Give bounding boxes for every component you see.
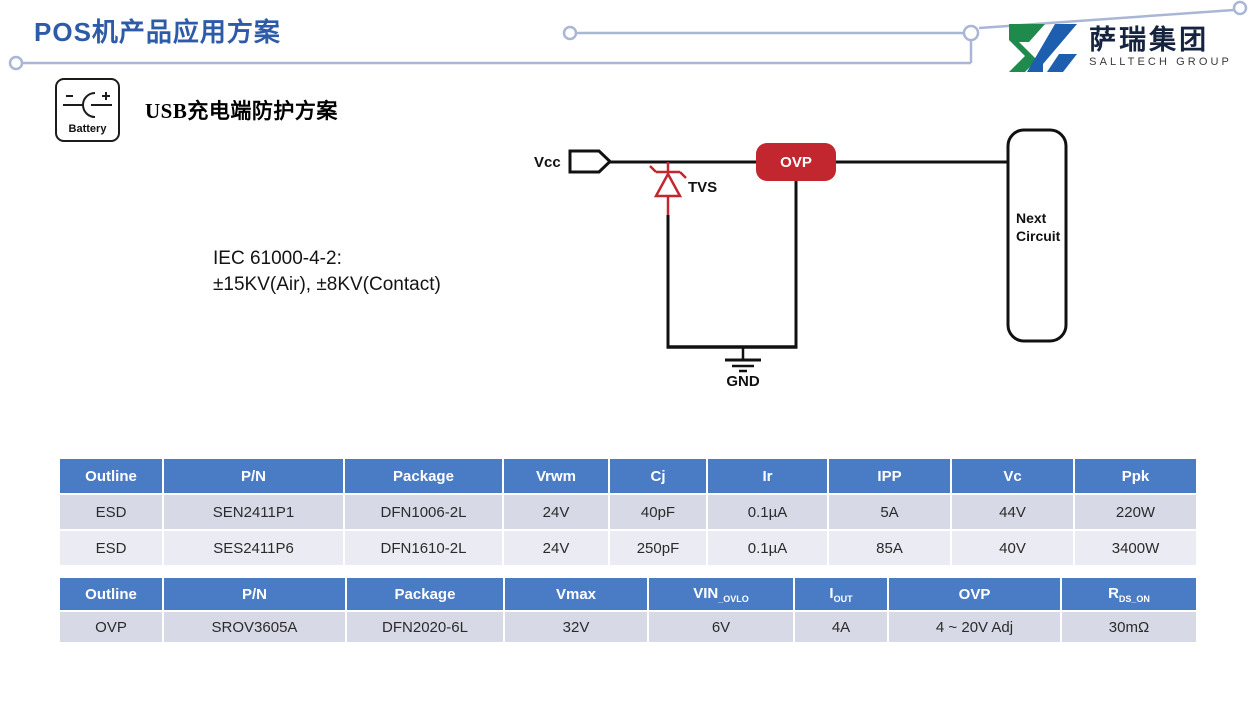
ground-icon xyxy=(725,347,761,373)
next-circuit-label-line2: Circuit xyxy=(1016,228,1061,244)
iec-note-line2: ±15KV(Air), ±8KV(Contact) xyxy=(213,274,441,295)
table-cell: SES2411P6 xyxy=(162,529,345,567)
table-cell: SEN2411P1 xyxy=(162,493,345,531)
column-header: IPP xyxy=(827,457,952,495)
table-cell: 6V xyxy=(647,610,795,644)
column-header: Cj xyxy=(608,457,708,495)
circuit-diagram: Vcc TVS OVP GND Next Circuit xyxy=(534,128,1068,390)
logo-name-cn: 萨瑞集团 xyxy=(1089,24,1210,55)
table-cell: 85A xyxy=(827,529,952,567)
tvs-label: TVS xyxy=(688,179,717,196)
ovp-block xyxy=(756,143,836,181)
vcc-connector-icon xyxy=(568,149,613,174)
column-header: IOUT xyxy=(793,576,889,612)
battery-icon: Battery xyxy=(55,78,120,142)
logo-name-en: SALLTECH GROUP xyxy=(1089,55,1232,68)
column-header: Vmax xyxy=(503,576,649,612)
column-header: P/N xyxy=(162,576,347,612)
table-cell: ESD xyxy=(58,493,164,531)
table-cell: ESD xyxy=(58,529,164,567)
table-cell: 4A xyxy=(793,610,889,644)
table-cell: 24V xyxy=(502,529,610,567)
table-cell: 5A xyxy=(827,493,952,531)
decorative-trace-lines xyxy=(8,0,1248,71)
table-cell: OVP xyxy=(58,610,164,644)
page-title: POS机产品应用方案 xyxy=(34,17,281,47)
circuit-wires xyxy=(610,160,1008,349)
column-header: P/N xyxy=(162,457,345,495)
column-header: Vrwm xyxy=(502,457,610,495)
table-cell: 30mΩ xyxy=(1060,610,1198,644)
logo-text: 萨瑞集团 SALLTECH GROUP xyxy=(1089,24,1232,68)
table-cell: SROV3605A xyxy=(162,610,347,644)
iec-note-line1: IEC 61000-4-2: xyxy=(213,248,342,269)
table-cell: 40V xyxy=(950,529,1075,567)
table-cell: 32V xyxy=(503,610,649,644)
column-header: Package xyxy=(343,457,504,495)
column-header: Outline xyxy=(58,457,164,495)
vcc-label: Vcc xyxy=(534,154,561,171)
table-cell: 0.1µA xyxy=(706,493,829,531)
column-header: Ir xyxy=(706,457,829,495)
ovp-label: OVP xyxy=(780,154,812,171)
tvs-diode-icon xyxy=(649,162,687,215)
table-cell: 40pF xyxy=(608,493,708,531)
table-cell: 220W xyxy=(1073,493,1198,531)
iec-note: IEC 61000-4-2: ±15KV(Air), ±8KV(Contact) xyxy=(213,246,441,298)
table-cell: 3400W xyxy=(1073,529,1198,567)
next-circuit-block xyxy=(1006,128,1068,343)
table-cell: 44V xyxy=(950,493,1075,531)
table-cell: 250pF xyxy=(608,529,708,567)
column-header: Package xyxy=(345,576,505,612)
table-cell: 4 ~ 20V Adj xyxy=(887,610,1062,644)
column-header: VIN_OVLO xyxy=(647,576,795,612)
column-header: OVP xyxy=(887,576,1062,612)
section-heading: USB充电端防护方案 xyxy=(145,99,338,123)
table-cell: DFN1006-2L xyxy=(343,493,504,531)
next-circuit-label-line1: Next xyxy=(1016,210,1047,226)
table-cell: 0.1µA xyxy=(706,529,829,567)
table-cell: 24V xyxy=(502,493,610,531)
column-header: Ppk xyxy=(1073,457,1198,495)
battery-symbol-icon xyxy=(62,92,112,118)
column-header: Outline xyxy=(58,576,164,612)
table-cell: DFN2020-6L xyxy=(345,610,505,644)
battery-icon-label: Battery xyxy=(68,123,107,135)
logo-icon xyxy=(1009,24,1078,72)
column-header: RDS_ON xyxy=(1060,576,1198,612)
company-logo: 萨瑞集团 SALLTECH GROUP xyxy=(1007,22,1232,72)
gnd-label: GND xyxy=(726,373,760,390)
column-header: Vc xyxy=(950,457,1075,495)
table-cell: DFN1610-2L xyxy=(343,529,504,567)
